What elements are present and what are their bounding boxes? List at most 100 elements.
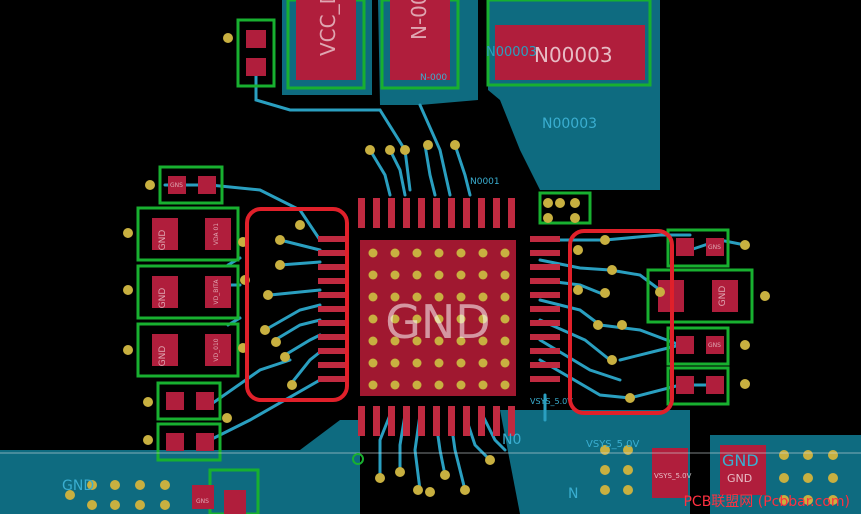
thermal-via	[390, 292, 400, 302]
n0-bottom-label: N0	[502, 432, 521, 448]
pad-vcc	[296, 0, 356, 80]
n0001-label: N0001	[470, 177, 500, 187]
gnd-center-label: GND	[385, 295, 490, 349]
ic-pin-right	[530, 264, 560, 270]
highlight-annotations	[245, 207, 674, 415]
ic-pin-top	[433, 198, 440, 228]
ic-pin-left	[318, 334, 348, 340]
ic-pin-left	[318, 348, 348, 354]
gnd-bottom-pad-label: GND	[727, 472, 752, 485]
via	[740, 379, 750, 389]
via	[803, 473, 813, 483]
vd-b-label: VD_BITA	[213, 279, 220, 305]
vd-a-label: VDA 01	[213, 223, 220, 245]
thermal-via	[434, 270, 444, 280]
thermal-via	[478, 314, 488, 324]
via	[600, 465, 610, 475]
via	[280, 352, 290, 362]
via	[123, 228, 133, 238]
via	[779, 495, 789, 505]
ic-pin-right	[530, 334, 560, 340]
pour-void-right	[680, 170, 770, 350]
thermal-via	[500, 314, 510, 324]
gnd-small-2-label: GNS	[708, 244, 721, 251]
n00003-pour-label: N00003	[542, 116, 597, 132]
ic-pin-right	[530, 320, 560, 326]
via	[295, 220, 305, 230]
via	[222, 413, 232, 423]
via	[123, 345, 133, 355]
ic-pin-right	[530, 306, 560, 312]
n00003-label: N00003	[534, 43, 613, 67]
via	[543, 198, 553, 208]
ic-pin-top	[388, 198, 395, 228]
thermal-via	[412, 358, 422, 368]
gnd-pad-right-label: GND	[718, 286, 728, 307]
thermal-via	[412, 380, 422, 390]
n-bottom-label: N	[568, 486, 578, 502]
via	[160, 480, 170, 490]
gnd-pad-3-label: GND	[158, 346, 168, 367]
ic-pin-top	[478, 198, 485, 228]
via	[450, 140, 460, 150]
ic-pin-right	[530, 278, 560, 284]
thermal-via	[368, 358, 378, 368]
thermal-via	[434, 358, 444, 368]
via	[828, 495, 838, 505]
thermal-via	[500, 292, 510, 302]
via	[779, 473, 789, 483]
ic-pin-bottom	[358, 406, 365, 436]
via	[65, 490, 75, 500]
via	[828, 473, 838, 483]
via	[123, 285, 133, 295]
via	[145, 180, 155, 190]
ic-pin-left	[318, 362, 348, 368]
highlight-right	[568, 229, 674, 415]
thermal-via	[412, 270, 422, 280]
via	[87, 480, 97, 490]
gnd-pad-1-label: GND	[158, 230, 168, 251]
via	[275, 235, 285, 245]
ic-pins	[318, 198, 560, 436]
via	[617, 320, 627, 330]
vd-c-label: VD_010	[213, 338, 220, 361]
thermal-via	[434, 336, 444, 346]
via	[160, 500, 170, 510]
thermal-via	[478, 292, 488, 302]
thermal-via	[368, 380, 378, 390]
thermal-via	[478, 358, 488, 368]
via	[625, 393, 635, 403]
gnd-small-1-label: GNS	[170, 182, 183, 189]
thermal-via	[434, 380, 444, 390]
via	[623, 465, 633, 475]
thermal-via	[500, 270, 510, 280]
thermal-via	[478, 270, 488, 280]
thermal-via	[390, 358, 400, 368]
thermal-via	[456, 358, 466, 368]
n00003-ghost-label: N00003	[486, 45, 537, 60]
ic-pin-bottom	[448, 406, 455, 436]
via	[365, 145, 375, 155]
via	[135, 480, 145, 490]
thermal-via	[390, 314, 400, 324]
via	[828, 450, 838, 460]
ic-pin-left	[318, 250, 348, 256]
thermal-via	[500, 380, 510, 390]
thermal-via	[368, 292, 378, 302]
pad-n00003	[495, 25, 645, 80]
ic-pin-bottom	[463, 406, 470, 436]
gnd-bottom-left-label: GND	[62, 478, 94, 494]
via	[740, 240, 750, 250]
ic-pin-left	[318, 306, 348, 312]
thermal-via	[456, 336, 466, 346]
via	[600, 288, 610, 298]
ic-pin-right	[530, 348, 560, 354]
via	[600, 235, 610, 245]
ic-pin-left	[318, 376, 348, 382]
ic-pin-bottom	[478, 406, 485, 436]
n00-label: N-00	[407, 0, 431, 40]
via	[87, 500, 97, 510]
ic-package: GND	[318, 198, 560, 436]
via	[607, 265, 617, 275]
